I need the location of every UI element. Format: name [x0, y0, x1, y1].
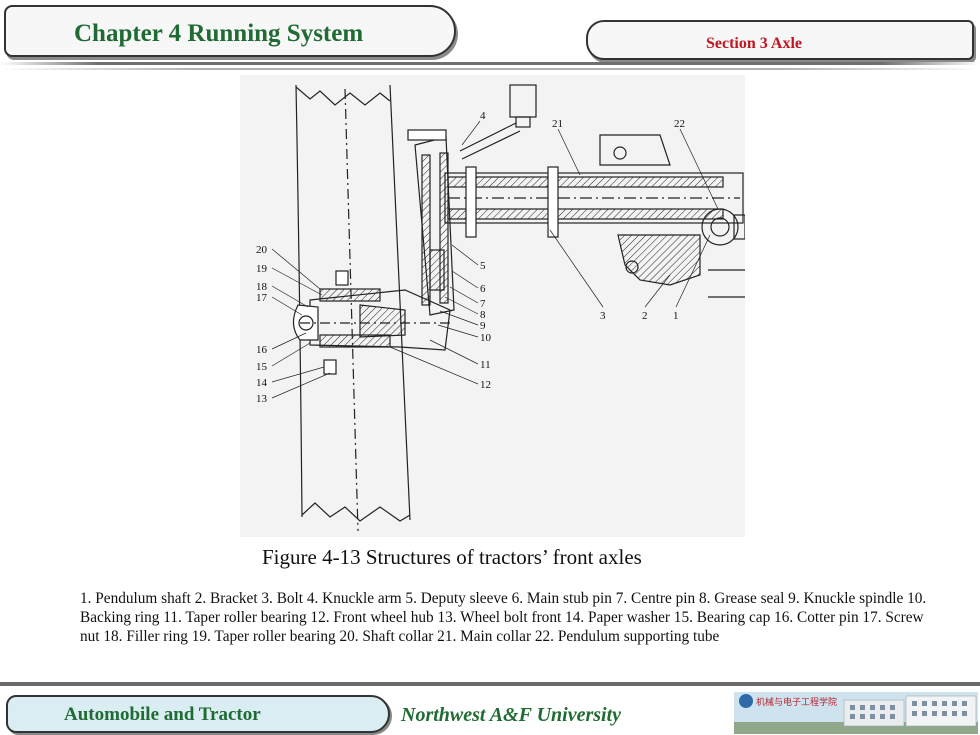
callout-10: 10: [480, 332, 492, 344]
leader-lines: [271, 120, 719, 399]
callout-20: 20: [256, 244, 268, 256]
callout-13: 13: [256, 393, 268, 405]
section-tab: [586, 20, 974, 60]
callout-21: 21: [552, 118, 563, 130]
callout-7: 7: [480, 298, 486, 310]
callout-12: 12: [480, 379, 491, 391]
callout-11: 11: [480, 359, 491, 371]
section-title: Section 3 Axle: [706, 35, 802, 52]
pendulum-bracket: [599, 134, 746, 298]
callout-22: 22: [674, 118, 685, 130]
callout-19: 19: [256, 263, 268, 275]
knuckle-spindle-hub: [292, 270, 451, 375]
callout-15: 15: [256, 361, 268, 373]
header-divider: [0, 62, 980, 65]
footer-divider: [0, 682, 980, 686]
callout-17: 17: [256, 292, 268, 304]
main-pin-sleeve: [407, 129, 455, 316]
footer-tab: [6, 695, 390, 733]
campus-banner-text: 机械与电子工程学院: [756, 696, 837, 708]
callout-2: 2: [642, 310, 648, 322]
header-divider-thin: [0, 68, 980, 70]
campus-banner-image: 机械与电子工程学院: [734, 692, 978, 734]
callout-14: 14: [256, 377, 268, 389]
callout-16: 16: [256, 344, 268, 356]
tire-outline: [295, 84, 411, 532]
chapter-tab: [4, 5, 456, 57]
figure-caption: Figure 4-13 Structures of tractors’ fron…: [262, 545, 642, 569]
chapter-title: Chapter 4 Running System: [74, 20, 364, 47]
callout-labels: 4 21 22 20 19 18 17 5 6 7 8 9 10 16 11 1…: [256, 110, 685, 405]
callout-5: 5: [480, 260, 486, 272]
parts-legend: 1. Pendulum shaft 2. Bracket 3. Bolt 4. …: [80, 590, 927, 645]
callout-4: 4: [480, 110, 486, 122]
callout-3: 3: [600, 310, 606, 322]
front-axle-diagram: 4 21 22 20 19 18 17 5 6 7 8 9 10 16 11 1…: [240, 75, 746, 537]
knuckle-arm: [459, 84, 537, 160]
callout-8: 8: [480, 309, 486, 321]
callout-1: 1: [673, 310, 679, 322]
callout-9: 9: [480, 320, 486, 332]
callout-6: 6: [480, 283, 486, 295]
footer-university-label: Northwest A&F University: [401, 704, 622, 726]
callout-18: 18: [256, 281, 268, 293]
footer-course-label: Automobile and Tractor: [64, 704, 261, 725]
